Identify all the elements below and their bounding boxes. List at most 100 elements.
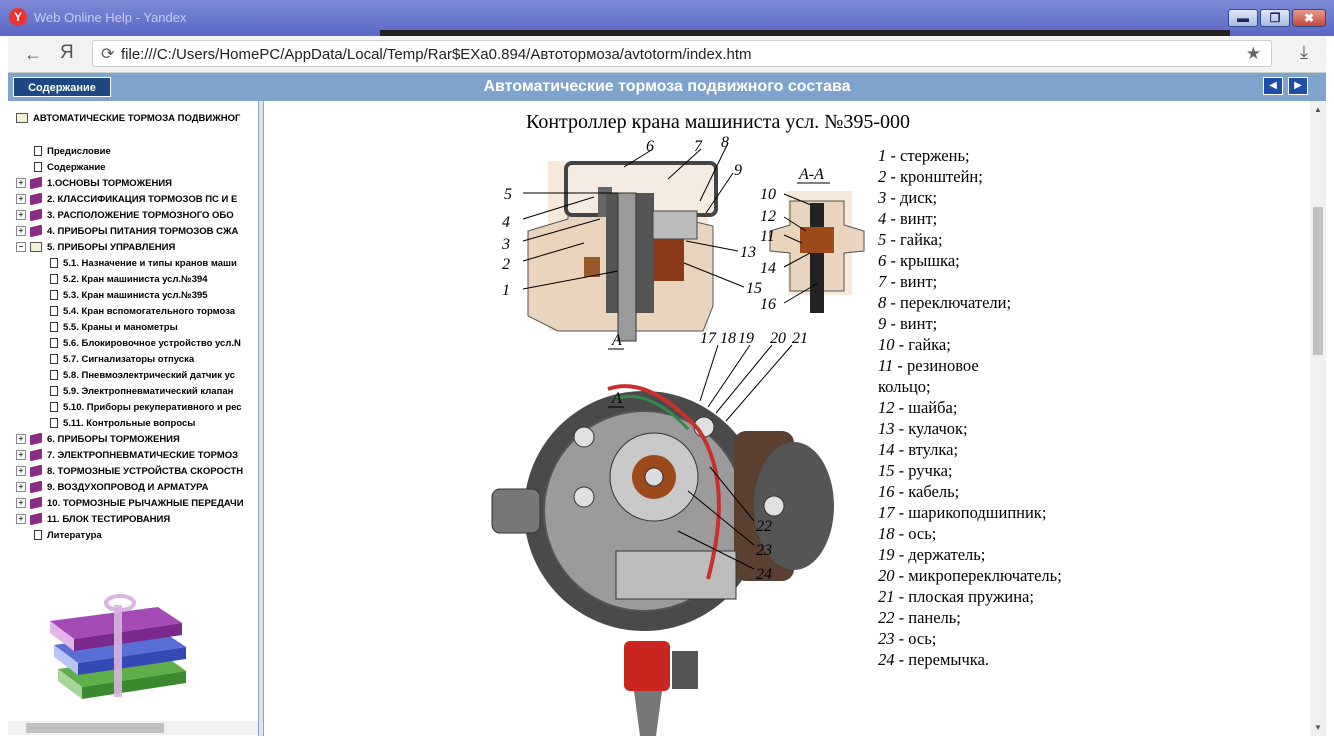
tree-item[interactable]: Предисловие [34,145,111,159]
page-icon [50,306,58,317]
tree-item[interactable]: 5.11. Контрольные вопросы [50,417,195,431]
tree-item[interactable]: +11. БЛОК ТЕСТИРОВАНИЯ [16,513,170,527]
content-vertical-scrollbar[interactable]: ▲ ▼ [1310,101,1326,736]
tree-item[interactable]: 5.7. Сигнализаторы отпуска [50,353,194,367]
expand-icon[interactable]: + [16,226,26,237]
tree-item[interactable]: +1.ОСНОВЫ ТОРМОЖЕНИЯ [16,177,172,191]
tree-item-label: 2. КЛАССИФИКАЦИЯ ТОРМОЗОВ ПС И Е [47,194,238,205]
legend-number: 13 [878,419,895,438]
legend-item: 16 - кабель; [878,481,1062,502]
tree-item[interactable]: Содержание [34,161,106,175]
page-icon [50,370,58,381]
svg-text:18: 18 [720,330,736,347]
legend-text: - винт; [886,209,938,228]
tree-item-label: 4. ПРИБОРЫ ПИТАНИЯ ТОРМОЗОВ СЖА [47,226,239,237]
open-book-icon [30,242,42,253]
expand-icon[interactable]: + [16,482,26,493]
tree-item[interactable]: 5.5. Краны и манометры [50,321,178,335]
tree-item[interactable]: +2. КЛАССИФИКАЦИЯ ТОРМОЗОВ ПС И Е [16,193,237,207]
tree-item-label: 5.8. Пневмоэлектрический датчик ус [63,370,235,381]
svg-text:5: 5 [504,186,512,203]
tree-item[interactable]: 5.8. Пневмоэлектрический датчик ус [50,369,235,383]
tree-root[interactable]: АВТОМАТИЧЕСКИЕ ТОРМОЗА ПОДВИЖНОГ [16,113,240,124]
sidebar-horizontal-scrollbar[interactable] [8,721,258,735]
legend-number: 17 [878,503,895,522]
tree-item[interactable]: 5.9. Электропневматический клапан [50,385,233,399]
svg-text:4: 4 [502,214,510,231]
legend-text: - диск; [886,188,938,207]
prev-page-button[interactable]: ◀ [1263,77,1283,95]
svg-text:7: 7 [694,138,703,155]
expand-icon[interactable]: + [16,498,26,509]
legend-text: - шайба; [894,398,958,417]
legend-text: - гайка; [886,230,943,249]
svg-text:1: 1 [502,282,510,299]
legend-number: 8 [878,293,887,312]
legend-item: 18 - ось; [878,523,1062,544]
tree-item[interactable]: +7. ЭЛЕКТРОПНЕВМАТИЧЕСКИЕ ТОРМОЗ [16,449,238,463]
tree-item[interactable]: +8. ТОРМОЗНЫЕ УСТРОЙСТВА СКОРОСТН [16,465,243,479]
tree-item[interactable]: +3. РАСПОЛОЖЕНИЕ ТОРМОЗНОГО ОБО [16,209,234,223]
tree-item-label: 10. ТОРМОЗНЫЕ РЫЧАЖНЫЕ ПЕРЕДАЧИ [47,498,244,509]
tree-item[interactable]: +10. ТОРМОЗНЫЕ РЫЧАЖНЫЕ ПЕРЕДАЧИ [16,497,244,511]
legend-text: - шарикоподшипник; [894,503,1047,522]
close-button[interactable]: ✖ [1292,9,1326,27]
tree-item[interactable]: −5. ПРИБОРЫ УПРАВЛЕНИЯ [16,241,175,255]
help-title: Автоматические тормоза подвижного состав… [483,78,851,95]
tree-item[interactable]: +6. ПРИБОРЫ ТОРМОЖЕНИЯ [16,433,180,447]
url-field[interactable]: ⟳ file:///C:/Users/HomePC/AppData/Local/… [92,40,1272,67]
expand-icon[interactable]: + [16,466,26,477]
help-header: Содержание Автоматические тормоза подвиж… [8,73,1326,101]
tree-item[interactable]: 5.10. Приборы рекуперативного и рес [50,401,242,415]
tree-item[interactable]: 5.2. Кран машиниста усл.№394 [50,273,208,287]
expand-icon[interactable]: + [16,514,26,525]
tree-item[interactable]: 5.1. Назначение и типы кранов маши [50,257,237,271]
tree-item-label: 8. ТОРМОЗНЫЕ УСТРОЙСТВА СКОРОСТН [47,466,244,477]
bookmark-star-icon[interactable]: ★ [1245,44,1261,63]
download-icon[interactable]: ⤓ [1300,42,1308,62]
tree-item-label: Содержание [47,162,106,173]
next-page-button[interactable]: ▶ [1288,77,1308,95]
maximize-button[interactable]: ❐ [1260,9,1290,27]
legend-text: - гайка; [894,335,951,354]
svg-text:20: 20 [770,330,786,347]
expand-icon[interactable]: + [16,210,26,221]
reload-icon[interactable]: ⟳ [101,46,115,63]
legend-text: - резиновое [893,356,979,375]
contents-tree: АВТОМАТИЧЕСКИЕ ТОРМОЗА ПОДВИЖНОГ Предисл… [8,101,258,736]
tree-item-label: 7. ЭЛЕКТРОПНЕВМАТИЧЕСКИЕ ТОРМОЗ [47,450,239,461]
expand-icon[interactable]: + [16,450,26,461]
legend-text: - кулачок; [894,419,968,438]
tree-item[interactable]: 5.3. Кран машиниста усл.№395 [50,289,208,303]
tree-item[interactable]: +9. ВОЗДУХОПРОВОД И АРМАТУРА [16,481,208,495]
tree-item-label: 5.3. Кран машиниста усл.№395 [63,290,208,301]
minimize-button[interactable]: ▬ [1228,9,1258,27]
pane-splitter[interactable] [258,101,264,736]
expand-icon[interactable]: + [16,194,26,205]
scrollbar-thumb[interactable] [26,723,164,733]
svg-text:21: 21 [792,330,808,347]
close-icon: ✖ [1303,11,1315,25]
expand-icon[interactable]: + [16,178,26,189]
tree-item[interactable]: Литература [34,529,102,543]
collapse-icon[interactable]: − [16,242,26,253]
page-icon [50,274,58,285]
scrollbar-thumb[interactable] [1313,207,1323,355]
tree-item-label: 5.11. Контрольные вопросы [63,418,196,429]
svg-text:19: 19 [738,330,754,347]
expand-icon[interactable]: + [16,434,26,445]
yandex-brand-button[interactable]: Я [60,42,74,63]
scroll-down-icon[interactable]: ▼ [1314,723,1322,732]
tree-item[interactable]: 5.6. Блокировочное устройство усл.N [50,337,241,351]
scroll-up-icon[interactable]: ▲ [1314,105,1322,114]
tree-item[interactable]: 5.4. Кран вспомогательного тормоза [50,305,235,319]
tree-item-label: 5.7. Сигнализаторы отпуска [63,354,195,365]
contents-button[interactable]: Содержание [13,77,111,97]
back-arrow-icon[interactable]: ← [24,44,42,64]
legend-number: 4 [878,209,887,228]
legend-text: - ось; [894,524,937,543]
url-text[interactable]: file:///C:/Users/HomePC/AppData/Local/Te… [121,46,752,63]
tree-item[interactable]: +4. ПРИБОРЫ ПИТАНИЯ ТОРМОЗОВ СЖА [16,225,238,239]
legend-number: 22 [878,608,895,627]
